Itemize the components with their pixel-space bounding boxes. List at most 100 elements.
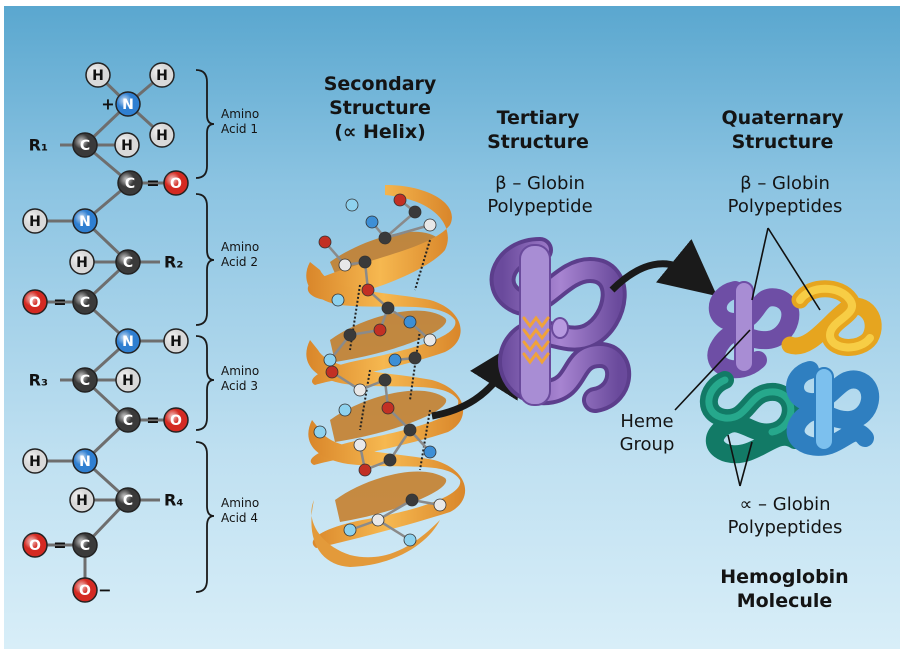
helix-atom (353, 383, 367, 397)
helix-atom (373, 323, 387, 337)
nitrogen-symbol: N (122, 334, 134, 350)
atom-shine (115, 133, 139, 157)
quaternary-structure-title: Quaternary Structure (700, 106, 865, 154)
atom-shine (23, 533, 47, 557)
helix-atom (433, 498, 447, 512)
oxygen-symbol: O (29, 538, 41, 554)
carbon-symbol: C (80, 138, 90, 154)
helix-atom (345, 198, 359, 212)
atom-shine (73, 133, 97, 157)
amino-charge: + (101, 95, 114, 114)
hydrogen-symbol: H (122, 373, 134, 389)
atom-shine (23, 449, 47, 473)
terminal-charge: − (98, 581, 111, 600)
amino-acid-4-line2: Acid 4 (221, 511, 258, 525)
hydrogen-symbol: H (76, 493, 88, 509)
tertiary-title-line2: Structure (487, 131, 589, 153)
atom-shine (73, 209, 97, 233)
quaternary-title-line1: Quaternary (721, 107, 844, 129)
helix-atom (405, 493, 419, 507)
amino-acid-braces (195, 69, 215, 593)
carbon-symbol: C (80, 373, 90, 389)
hydrogen-symbol: H (156, 128, 168, 144)
amino-acid-2-label: Amino Acid 2 (221, 240, 259, 270)
helix-atom (353, 438, 367, 452)
atom-shine (116, 329, 140, 353)
helix-atom (408, 351, 422, 365)
atom-shine (118, 171, 142, 195)
molecule-label-line1: Hemoglobin (720, 566, 849, 588)
helix-bond (384, 223, 431, 240)
secondary-title-line3: (∝ Helix) (334, 121, 426, 143)
helix-atom (325, 365, 339, 379)
atom-shine (73, 290, 97, 314)
beta-globin-label: β – Globin Polypeptides (700, 172, 870, 218)
helix-atom (393, 193, 407, 207)
helix-atom (331, 293, 345, 307)
amino-acid-3-line2: Acid 3 (221, 379, 258, 393)
r-group-4: R₄ (164, 491, 183, 510)
atom-shine (150, 123, 174, 147)
helix-atom (403, 315, 417, 329)
atom-shine (116, 368, 140, 392)
r-group-1: R₁ (29, 136, 48, 155)
hydrogen-symbol: H (121, 138, 133, 154)
helix-to-tertiary-arrow (431, 338, 524, 420)
helix-atoms (313, 193, 447, 547)
atom-shine (73, 368, 97, 392)
atom-shine (116, 92, 140, 116)
helix-atom (381, 401, 395, 415)
nitrogen-symbol: N (79, 214, 91, 230)
atom-shine (70, 488, 94, 512)
alpha-label-line1: ∝ – Globin (739, 494, 831, 515)
secondary-structure-title: Secondary Structure (∝ Helix) (300, 72, 460, 144)
carbon-symbol: C (123, 413, 133, 429)
atom-shine (116, 488, 140, 512)
helix-atom (313, 425, 327, 439)
helix-atom (361, 283, 375, 297)
amino-acid-4-line1: Amino (221, 496, 260, 510)
amino-acid-1-label: Amino Acid 1 (221, 107, 259, 137)
atom-shine (23, 209, 47, 233)
helix-atom (365, 215, 379, 229)
quaternary-hemoglobin (699, 280, 882, 464)
alpha-label-line2: Polypeptides (727, 517, 843, 538)
atom-shine (73, 449, 97, 473)
amino-acid-1-line1: Amino (221, 107, 260, 121)
helix-atom (403, 533, 417, 547)
alpha-globin-label: ∝ – Globin Polypeptides (700, 493, 870, 539)
hydrogen-symbol: H (156, 68, 168, 84)
atom-shine (116, 250, 140, 274)
helix-atom (383, 453, 397, 467)
double-bond-mark: = (146, 174, 159, 193)
r-group-3: R₃ (29, 371, 48, 390)
tertiary-structure-title: Tertiary Structure (468, 106, 608, 154)
helix-atom (338, 403, 352, 417)
heme-label-line2: Group (619, 434, 675, 455)
helix-atom (343, 328, 357, 342)
carbon-symbol: C (125, 176, 135, 192)
carbon-symbol: C (80, 538, 90, 554)
helix-atom (423, 218, 437, 232)
heme-group-label: Heme Group (602, 410, 692, 456)
r-group-2: R₂ (164, 253, 183, 272)
hydrogen-symbol: H (170, 334, 182, 350)
atom-shine (73, 578, 97, 602)
helix-atom (358, 255, 372, 269)
helix-atom (378, 373, 392, 387)
helix-atom (381, 301, 395, 315)
secondary-title-line1: Secondary (323, 73, 437, 95)
hemoglobin-molecule-label: Hemoglobin Molecule (697, 565, 872, 613)
atom-shine (164, 329, 188, 353)
tertiary-label-line1: β – Globin (495, 173, 585, 194)
helix-atom (338, 258, 352, 272)
helix-atom (343, 523, 357, 537)
helix-hydrogen-bonds (349, 239, 431, 471)
atom-shine (164, 171, 188, 195)
helix-bond (384, 211, 416, 239)
amino-acid-2-line1: Amino (221, 240, 260, 254)
helix-atom (358, 463, 372, 477)
quaternary-title-line2: Structure (731, 131, 834, 153)
heme-label-line1: Heme (620, 411, 674, 432)
